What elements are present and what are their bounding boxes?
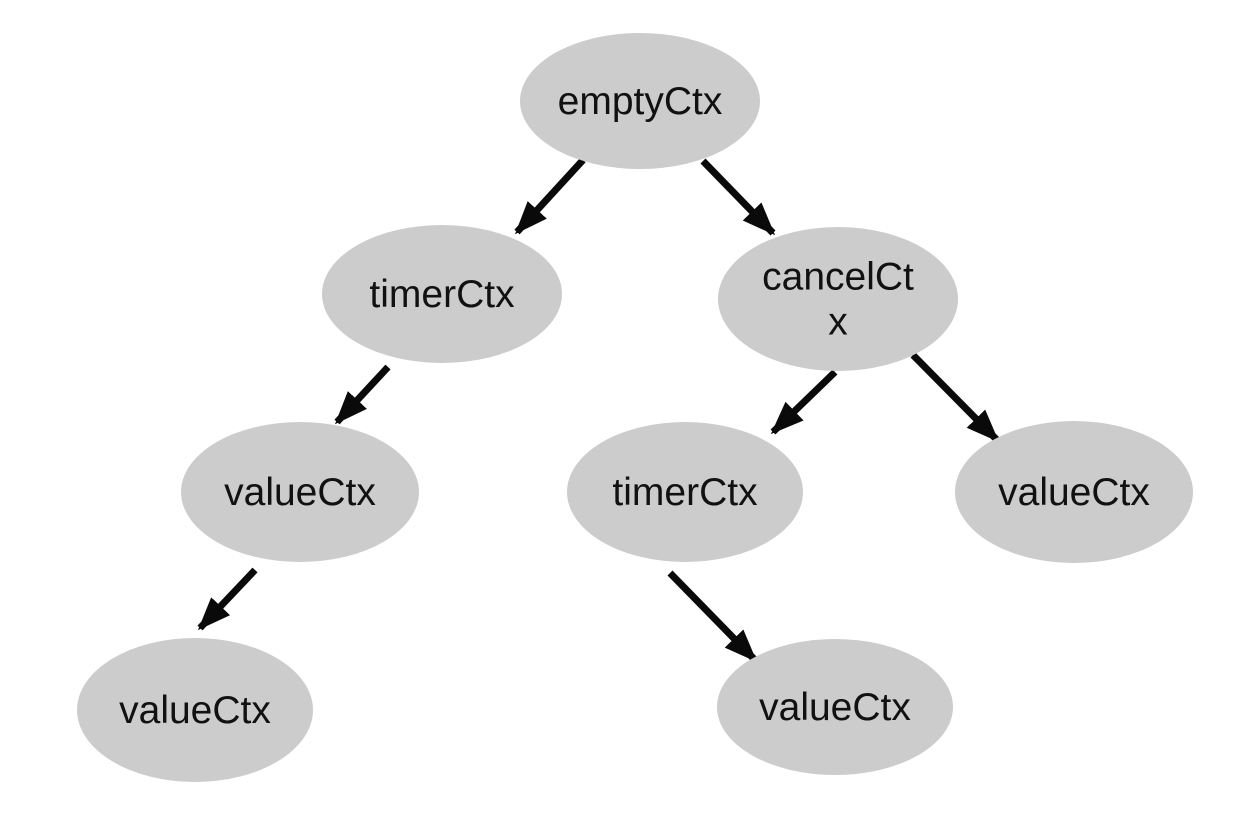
node-ellipse-emptyCtx	[520, 33, 760, 169]
node-label-timerCtx1: timerCtx	[369, 273, 515, 316]
node-label-timerCtx2: timerCtx	[612, 471, 758, 514]
node-timerCtx2: timerCtx	[567, 422, 803, 562]
edge-cancelCtx-to-valueCtx2	[910, 352, 1000, 443]
node-ellipse-valueCtx1	[181, 422, 419, 562]
node-ellipse-timerCtx1	[322, 225, 562, 363]
node-valueCtx4: valueCtx	[717, 639, 953, 775]
edge-timerCtx1-to-valueCtx1	[334, 364, 391, 425]
node-label-valueCtx2: valueCtx	[998, 471, 1150, 514]
node-label-emptyCtx: emptyCtx	[558, 80, 723, 123]
edge-valueCtx1-to-valueCtx3	[197, 567, 258, 631]
edge-emptyCtx-to-timerCtx1	[514, 157, 586, 235]
node-valueCtx2: valueCtx	[955, 421, 1193, 563]
node-ellipse-timerCtx2	[567, 422, 803, 562]
node-ellipse-valueCtx2	[955, 421, 1193, 563]
node-ellipse-valueCtx3	[77, 638, 313, 782]
node-valueCtx3: valueCtx	[77, 638, 313, 782]
node-label-valueCtx3: valueCtx	[119, 689, 271, 732]
node-ellipse-valueCtx4	[717, 639, 953, 775]
node-emptyCtx: emptyCtx	[520, 33, 760, 169]
node-label-valueCtx1: valueCtx	[224, 471, 376, 514]
edge-timerCtx2-to-valueCtx4	[667, 570, 758, 663]
node-ellipse-cancelCtx	[718, 227, 958, 371]
edge-emptyCtx-to-cancelCtx	[700, 158, 776, 236]
node-valueCtx1: valueCtx	[181, 422, 419, 562]
edge-cancelCtx-to-timerCtx2	[770, 369, 838, 435]
node-timerCtx1: timerCtx	[322, 225, 562, 363]
node-label-valueCtx4: valueCtx	[759, 686, 911, 729]
